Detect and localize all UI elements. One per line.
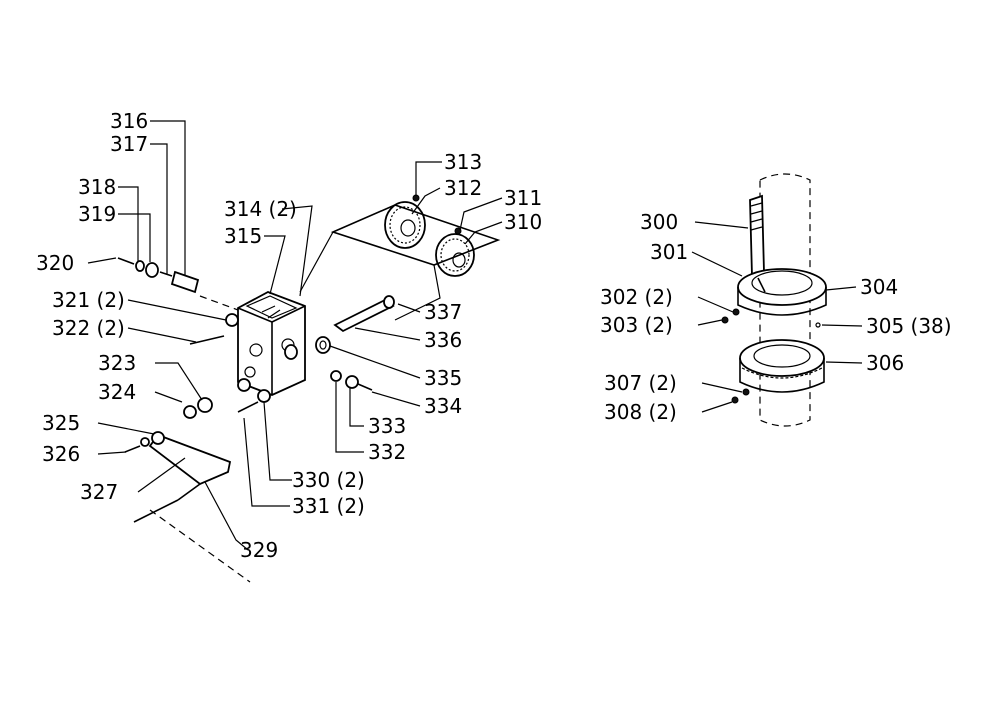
- washer-331-part: [257, 389, 271, 403]
- leader-lines: [87, 120, 863, 551]
- label-316: 316: [110, 109, 148, 133]
- washer-321-part: [225, 313, 239, 327]
- label-314: 314 (2): [224, 197, 297, 221]
- shaft-337-part: [284, 295, 395, 360]
- label-303: 303 (2): [600, 313, 673, 337]
- screw-334-part: [357, 383, 373, 391]
- gear-mount-lines: [299, 231, 441, 321]
- label-333: 333: [368, 414, 406, 438]
- label-329: 329: [240, 538, 278, 562]
- label-302: 302 (2): [600, 285, 673, 309]
- label-324: 324: [98, 380, 136, 404]
- washer-333-part: [345, 375, 359, 389]
- handle-axis-line: [199, 295, 239, 311]
- label-301: 301: [650, 240, 688, 264]
- washer-323-part: [197, 397, 213, 413]
- label-315: 315: [224, 224, 262, 248]
- ball-305-part: [815, 322, 821, 328]
- label-332: 332: [368, 440, 406, 464]
- column-outline: [759, 173, 811, 427]
- ring-306-part: [739, 339, 825, 393]
- left-assembly: [117, 194, 501, 583]
- label-331: 331 (2): [292, 494, 365, 518]
- label-322: 322 (2): [52, 316, 125, 340]
- screw-331-part: [237, 401, 259, 413]
- lever-axis-line: [149, 509, 251, 583]
- gearbox-housing-part: [237, 291, 306, 396]
- label-307: 307 (2): [604, 371, 677, 395]
- label-312: 312: [444, 176, 482, 200]
- washer-330-part: [237, 378, 251, 392]
- label-334: 334: [424, 394, 462, 418]
- label-326: 326: [42, 442, 80, 466]
- label-313: 313: [444, 150, 482, 174]
- gear-312-part: [384, 194, 426, 249]
- label-336: 336: [424, 328, 462, 352]
- set-screw-307-part: [742, 388, 750, 396]
- label-330: 330 (2): [292, 468, 365, 492]
- label-311: 311: [504, 186, 542, 210]
- set-screw-308-part: [731, 396, 739, 404]
- label-325: 325: [42, 411, 80, 435]
- label-323: 323: [98, 351, 136, 375]
- label-305: 305 (38): [866, 314, 952, 338]
- label-300: 300: [640, 210, 678, 234]
- gear-310-part: [435, 227, 475, 277]
- label-327: 327: [80, 480, 118, 504]
- label-306: 306: [866, 351, 904, 375]
- label-320: 320: [36, 251, 74, 275]
- label-319: 319: [78, 202, 116, 226]
- label-308: 308 (2): [604, 400, 677, 424]
- set-screw-302-part: [732, 308, 740, 316]
- label-321: 321 (2): [52, 288, 125, 312]
- label-318: 318: [78, 175, 116, 199]
- label-337: 337: [424, 300, 462, 324]
- label-304: 304: [860, 275, 898, 299]
- washer-332-part: [330, 370, 342, 382]
- gear-bracket-outline: [330, 204, 501, 266]
- rack-300-part: [749, 194, 765, 278]
- lever-327-part: [124, 431, 232, 523]
- label-335: 335: [424, 366, 462, 390]
- part-labels: 316 317 318 319 320 314 (2) 315 313 312 …: [36, 109, 952, 562]
- ring-304-part: [737, 268, 827, 316]
- set-screw-303-part: [721, 316, 729, 324]
- handle-assembly-part: [117, 257, 200, 294]
- label-310: 310: [504, 210, 542, 234]
- right-assembly: [721, 173, 827, 427]
- washer-324-part: [183, 405, 197, 419]
- label-317: 317: [110, 132, 148, 156]
- screw-322-part: [189, 335, 225, 345]
